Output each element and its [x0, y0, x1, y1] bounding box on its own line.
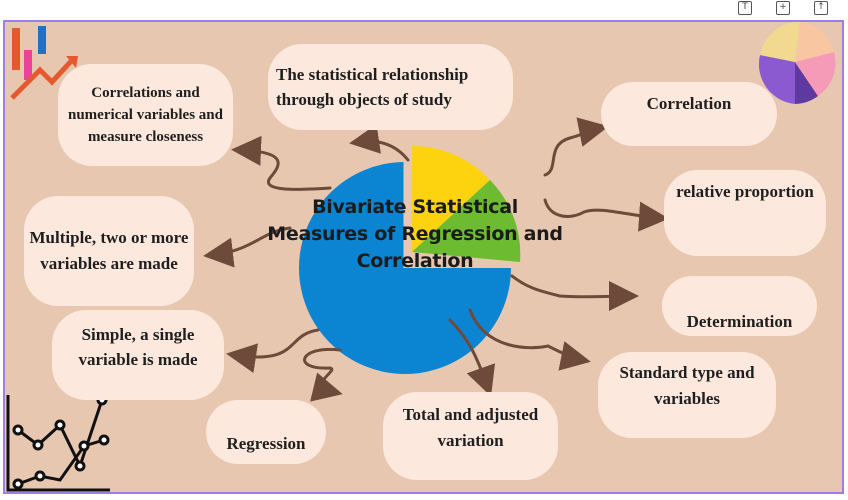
text-box-icon[interactable]: T: [738, 1, 752, 15]
editor-toolbar: T + ↑: [0, 0, 848, 18]
node-simple-single: Simple, a single variable is made: [52, 310, 224, 400]
node-correlation: Correlation: [601, 82, 777, 146]
node-determination: Determination: [662, 276, 817, 336]
bar-chart-logo-icon: [10, 26, 78, 100]
node-statistical-relationship: The statistical relationship through obj…: [268, 44, 513, 130]
node-regression: Regression: [206, 400, 326, 464]
node-multiple-variables: Multiple, two or more variables are made: [24, 196, 194, 306]
node-relative-proportion: relative proportion: [664, 170, 826, 256]
share-icon[interactable]: ↑: [814, 1, 828, 15]
node-standard-type: Standard type and variables: [598, 352, 776, 438]
add-page-icon[interactable]: +: [776, 1, 790, 15]
node-total-adjusted: Total and adjusted variation: [383, 392, 558, 480]
diagram-title: Bivariate Statistical Measures of Regres…: [267, 196, 563, 272]
connector-arrows: [203, 117, 669, 402]
node-correlations-numerical: Correlations and numerical variables and…: [58, 64, 233, 166]
pie-chart-logo-icon: [758, 21, 836, 104]
line-chart-icon: [6, 394, 110, 492]
central-pie-chart: [299, 145, 521, 374]
